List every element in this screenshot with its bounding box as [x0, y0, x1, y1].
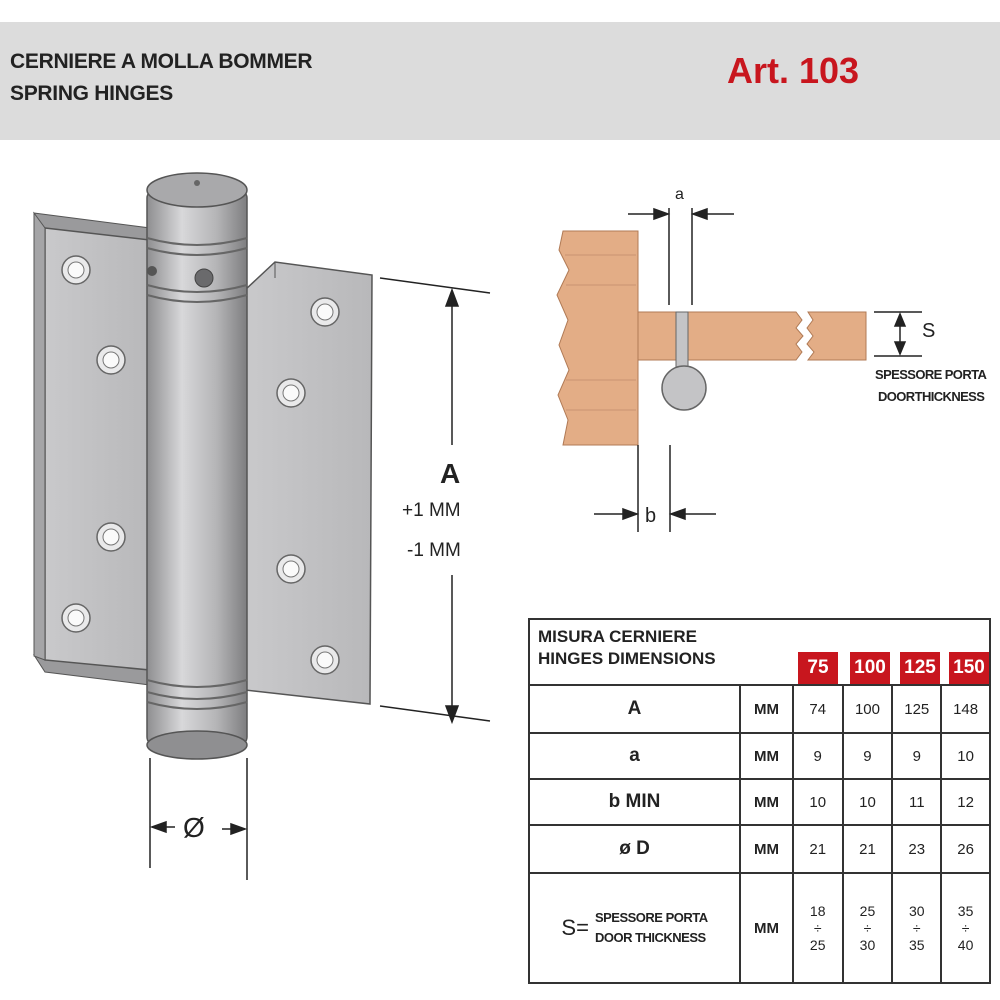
- row-label-b-min: b MIN: [527, 778, 742, 826]
- cell-value: 9: [791, 732, 844, 780]
- door-thickness-caption-en: DOORTHICKNESS: [878, 389, 985, 404]
- cell-value: 11: [891, 778, 943, 826]
- dimension-A-lines: [379, 277, 491, 725]
- cell-value: 10: [791, 778, 844, 826]
- dimensions-table: MISURA CERNIERE HINGES DIMENSIONS 75 100…: [527, 618, 991, 984]
- tolerance-plus: +1 MM: [402, 500, 461, 521]
- right-leaf: [244, 261, 373, 705]
- range-sep: ÷: [813, 919, 822, 936]
- range-to: 35: [908, 936, 925, 953]
- left-leaf: [33, 211, 151, 686]
- cell-range: 18÷25: [791, 872, 844, 984]
- cell-value: 10: [841, 778, 894, 826]
- section-label-S: S: [922, 320, 936, 342]
- table-row: a MM 9 9 9 10: [527, 732, 991, 780]
- tolerance-minus: -1 MM: [407, 540, 461, 561]
- table-header-row: MISURA CERNIERE HINGES DIMENSIONS 75 100…: [528, 618, 991, 686]
- table-header-italian: MISURA CERNIERE: [538, 627, 697, 646]
- table-header: MISURA CERNIERE HINGES DIMENSIONS 75 100…: [528, 618, 991, 686]
- range-to: 25: [809, 936, 826, 953]
- row-label-diameter: ø D: [527, 824, 742, 874]
- table-row-door-thickness: S= SPESSORE PORTA DOOR THICKNESS MM 18÷2…: [527, 872, 991, 984]
- row-label-door-thickness: S= SPESSORE PORTA DOOR THICKNESS: [527, 872, 742, 984]
- range-from: 25: [859, 902, 876, 919]
- cell-value: 9: [841, 732, 894, 780]
- title-italian: CERNIERE A MOLLA BOMMER: [10, 50, 313, 73]
- cell-value: 21: [791, 824, 844, 874]
- hinge-section: [661, 311, 707, 411]
- cell-range: 30÷35: [891, 872, 943, 984]
- cell-value: 125: [891, 684, 943, 734]
- row-unit: MM: [739, 732, 794, 780]
- cell-value: 10: [940, 732, 991, 780]
- size-badge-75: 75: [798, 652, 838, 684]
- cell-value: 148: [940, 684, 991, 734]
- table-row: ø D MM 21 21 23 26: [527, 824, 991, 874]
- cell-value: 100: [841, 684, 894, 734]
- cell-value: 26: [940, 824, 991, 874]
- range-sep: ÷: [912, 919, 921, 936]
- row-unit: MM: [739, 684, 794, 734]
- table-row: A MM 74 100 125 148: [527, 684, 991, 734]
- cell-range: 25÷30: [841, 872, 894, 984]
- cell-value: 9: [891, 732, 943, 780]
- row-label-A: A: [527, 684, 742, 734]
- door-thickness-caption-it: SPESSORE PORTA: [875, 367, 987, 382]
- section-label-a: a: [675, 186, 684, 203]
- range-to: 30: [859, 936, 876, 953]
- range-sep: ÷: [863, 919, 872, 936]
- diameter-dimension-lines: [149, 758, 248, 880]
- range-from: 30: [908, 902, 925, 919]
- size-badge-100: 100: [850, 652, 890, 684]
- right-leaf-screw-holes: [276, 297, 340, 675]
- row-unit: MM: [739, 824, 794, 874]
- cell-value: 74: [791, 684, 844, 734]
- table-row: b MIN MM 10 10 11 12: [527, 778, 991, 826]
- range-sep: ÷: [961, 919, 970, 936]
- s-prefix: S=: [561, 915, 589, 940]
- cell-value: 23: [891, 824, 943, 874]
- row-unit: MM: [739, 872, 794, 984]
- door-frame-section: [556, 230, 639, 446]
- row-unit: MM: [739, 778, 794, 826]
- table-header-english: HINGES DIMENSIONS: [538, 649, 716, 668]
- door-leaf-section: [637, 311, 867, 361]
- row-label-a: a: [527, 732, 742, 780]
- size-badge-125: 125: [900, 652, 940, 684]
- s-label-italian: SPESSORE PORTA: [594, 910, 708, 925]
- s-label-english: DOOR THICKNESS: [594, 930, 706, 945]
- cell-range: 35÷40: [940, 872, 991, 984]
- range-to: 40: [957, 936, 974, 953]
- cell-value: 21: [841, 824, 894, 874]
- range-from: 18: [809, 902, 826, 919]
- size-badge-150: 150: [949, 652, 989, 684]
- header-band: [0, 22, 1000, 140]
- cell-value: 12: [940, 778, 991, 826]
- article-number: Art. 103: [727, 50, 860, 91]
- dimension-A-label: A: [440, 458, 461, 489]
- section-label-b: b: [645, 505, 657, 527]
- title-english: SPRING HINGES: [10, 82, 173, 105]
- hinge-barrel: [146, 172, 248, 760]
- diameter-label: Ø: [183, 812, 205, 843]
- left-leaf-screw-holes: [61, 255, 126, 633]
- range-from: 35: [957, 902, 974, 919]
- section-dimension-lines: [594, 207, 922, 532]
